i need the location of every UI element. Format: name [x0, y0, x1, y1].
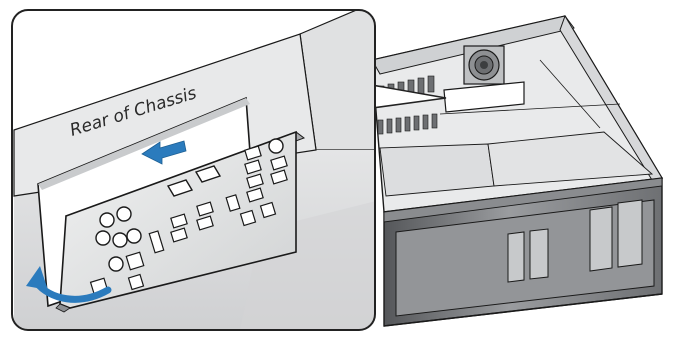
chassis-top-bevel	[383, 177, 663, 223]
io-shield-opening	[443, 81, 525, 113]
callout-detail: Rear of Chassis	[11, 9, 376, 331]
interior-edge-line	[439, 103, 621, 115]
fan-icon	[463, 45, 505, 85]
motherboard-tray	[487, 131, 654, 187]
insert-direction-arrow-icon	[141, 140, 187, 165]
computer-chassis	[371, 14, 664, 327]
io-shield-plate	[55, 130, 306, 313]
lan-port-stack	[166, 165, 222, 197]
chassis-rear-wall	[371, 15, 575, 75]
io-opening-lip	[38, 98, 250, 190]
audio-port-cluster	[95, 206, 142, 272]
callout-border	[11, 9, 376, 331]
drive-bay-covers	[507, 199, 643, 283]
port-blocks	[89, 145, 288, 295]
chassis-bottom-edge	[383, 293, 663, 327]
port-round-top	[268, 138, 284, 154]
rotate-arrow-head	[26, 266, 48, 290]
interior-edge-line	[539, 59, 601, 129]
